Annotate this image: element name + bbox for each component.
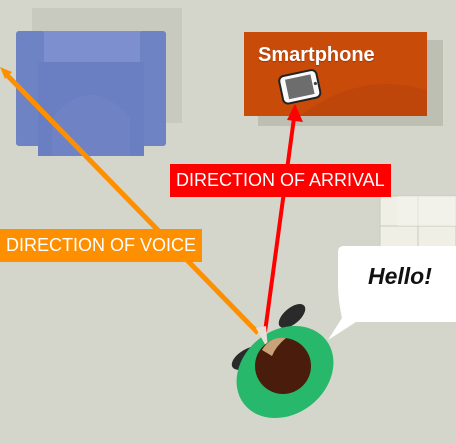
armchair-icon bbox=[16, 8, 182, 156]
voice-arrow bbox=[0, 67, 260, 335]
speech-bubble-icon bbox=[328, 246, 456, 340]
smartphone-label: Smartphone bbox=[258, 44, 375, 66]
direction-of-arrival-label: DIRECTION OF ARRIVAL bbox=[170, 164, 391, 197]
person-icon bbox=[231, 304, 334, 419]
smartphone-icon bbox=[278, 69, 322, 105]
smartphone-box bbox=[244, 32, 443, 126]
direction-of-voice-label: DIRECTION OF VOICE bbox=[0, 229, 203, 262]
arrival-arrow bbox=[263, 104, 303, 333]
speech-text: Hello! bbox=[368, 263, 432, 289]
